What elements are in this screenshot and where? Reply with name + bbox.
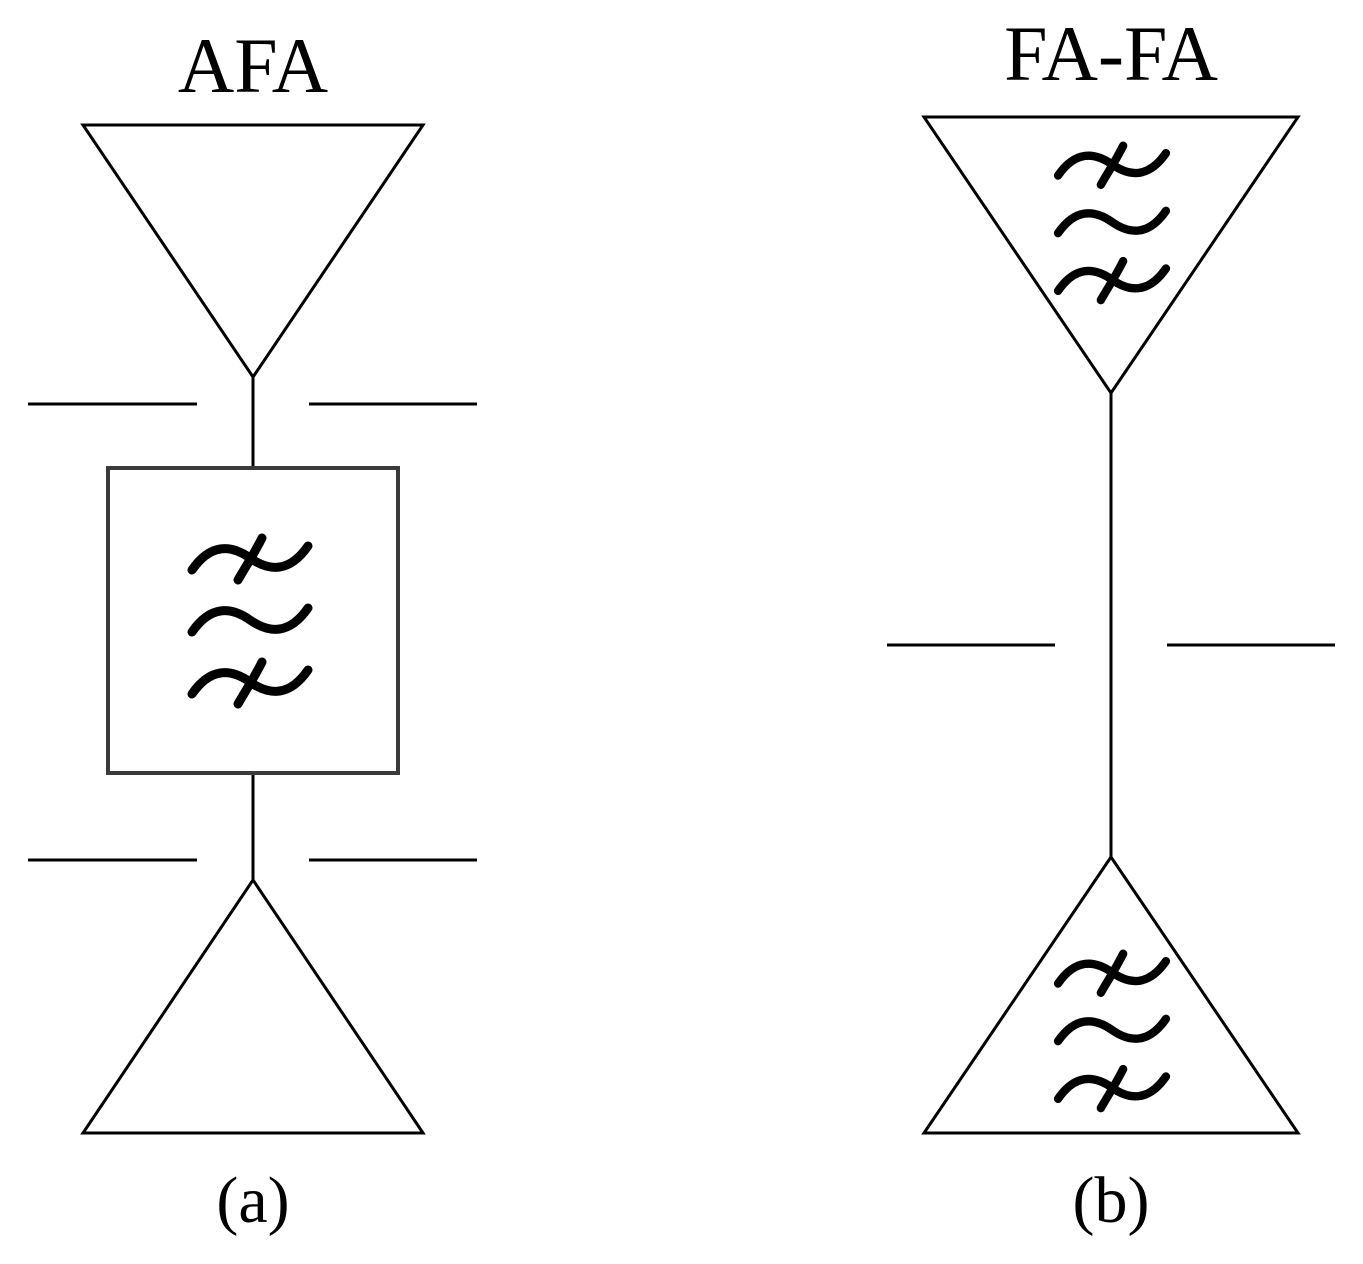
bottom-horn-triangle (80, 877, 426, 1135)
panel-a-caption: (a) (216, 1164, 289, 1237)
top-filter-horn-triangle (921, 115, 1301, 396)
panel-a: AFA (a) (28, 22, 477, 1237)
panel-b: FA-FA (b) (887, 10, 1335, 1237)
panel-a-title: AFA (178, 22, 328, 109)
top-horn-triangle (80, 123, 426, 380)
bottom-filter-horn-triangle (921, 854, 1301, 1135)
panel-b-title: FA-FA (1004, 10, 1218, 97)
panel-b-caption: (b) (1073, 1164, 1150, 1237)
